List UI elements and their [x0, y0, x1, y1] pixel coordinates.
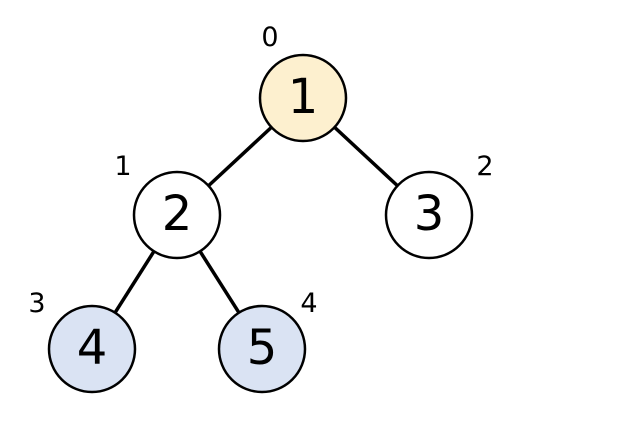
tree-edges — [113, 125, 399, 314]
node-index-label: 4 — [300, 288, 317, 319]
tree-node-4: 43 — [28, 288, 137, 394]
node-circle — [258, 53, 348, 143]
edge-n1-n4 — [198, 250, 241, 314]
node-circle — [47, 304, 137, 394]
tree-node-2: 21 — [114, 151, 222, 260]
node-value: 1 — [288, 69, 319, 125]
node-index-label: 1 — [114, 151, 131, 182]
node-value: 2 — [162, 186, 193, 242]
edge-n0-n2 — [333, 125, 399, 188]
tree-node-1: 10 — [258, 22, 348, 143]
edge-n0-n1 — [207, 125, 273, 188]
edge-n1-n3 — [113, 250, 156, 314]
node-index-label: 0 — [261, 22, 278, 53]
node-circle — [384, 170, 474, 260]
tree-node-5: 54 — [217, 288, 318, 394]
node-circle — [132, 170, 222, 260]
tree-node-3: 32 — [384, 151, 494, 260]
node-value: 4 — [77, 320, 108, 376]
node-value: 5 — [247, 320, 278, 376]
node-value: 3 — [414, 186, 445, 242]
node-index-label: 3 — [28, 288, 45, 319]
node-index-label: 2 — [476, 151, 493, 182]
node-circle — [217, 304, 307, 394]
